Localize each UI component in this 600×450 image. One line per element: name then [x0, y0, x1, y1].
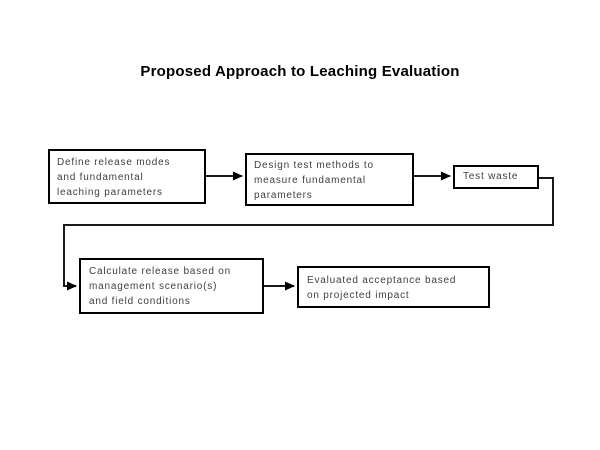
node-text-line: Define release modes [57, 157, 171, 168]
node-text-line: Calculate release based on [89, 266, 231, 277]
node-text-line: measure fundamental [254, 175, 366, 186]
node-text-line: and field conditions [89, 296, 191, 307]
node-text-line: parameters [254, 190, 313, 201]
node-text-line: management scenario(s) [89, 281, 218, 292]
node-text-line: leaching parameters [57, 187, 163, 198]
node-text-line: Design test methods to [254, 160, 374, 171]
node-text-line: on projected impact [307, 290, 410, 301]
connector-test-to-calculate [63, 177, 554, 291]
node-text-line: Evaluated acceptance based [307, 275, 457, 286]
flow-node-test-waste: Test waste [453, 165, 539, 189]
flow-node-define-release: Define release modes and fundamental lea… [48, 149, 206, 204]
flow-node-evaluate-acceptance: Evaluated acceptance based on projected … [297, 266, 490, 308]
node-text-line: Test waste [463, 171, 519, 182]
flow-node-design-tests: Design test methods to measure fundament… [245, 153, 414, 206]
flow-node-calculate-release: Calculate release based on management sc… [79, 258, 264, 314]
page-title: Proposed Approach to Leaching Evaluation [140, 63, 460, 80]
node-text-line: and fundamental [57, 172, 144, 183]
